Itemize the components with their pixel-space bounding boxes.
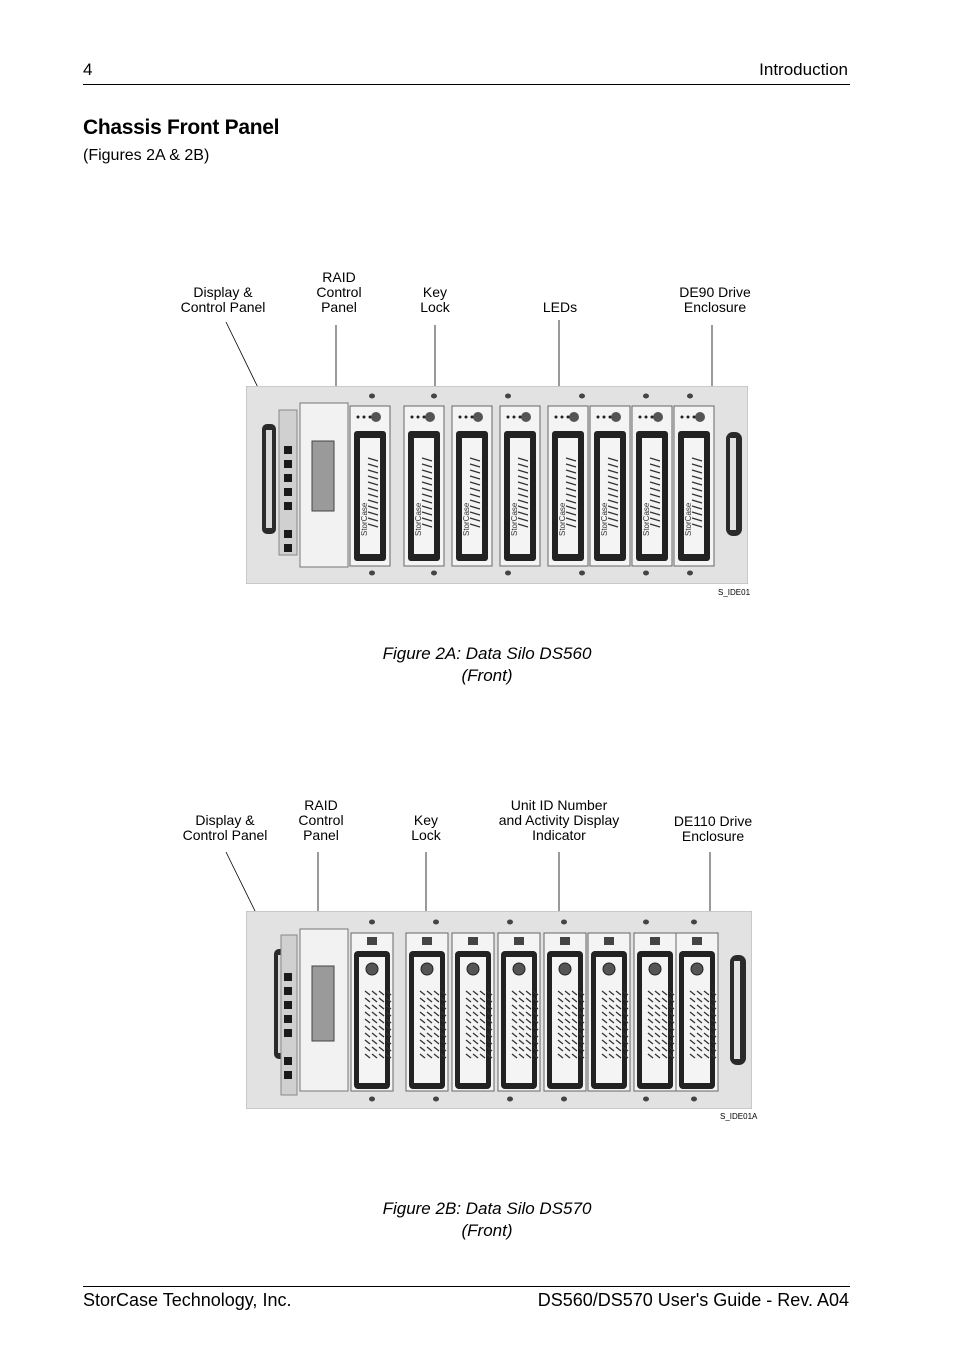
callout-raid-control-panel: RAID Control Panel	[316, 269, 362, 315]
section-subtitle: (Figures 2A & 2B)	[83, 147, 210, 164]
callout-display-control-panel: Display & Control Panel	[180, 284, 266, 315]
svg-text:StorCase: StorCase	[414, 502, 423, 536]
figure-2a-caption: Figure 2A: Data Silo DS560 (Front)	[287, 643, 687, 687]
callout-leds: LEDs	[542, 299, 578, 315]
footer-document: DS560/DS570 User's Guide - Rev. A04	[537, 1290, 849, 1310]
svg-text:StorCase: StorCase	[510, 502, 519, 536]
callout-display-control-panel-b: Display & Control Panel	[182, 812, 268, 843]
callout-key-lock-b: Key Lock	[411, 812, 441, 843]
svg-text:StorCase: StorCase	[642, 502, 651, 536]
svg-text:StorCase: StorCase	[600, 502, 609, 536]
figure-2a-caption-line2: (Front)	[461, 666, 513, 685]
callout-key-lock: Key Lock	[420, 284, 450, 315]
footer-company: StorCase Technology, Inc.	[83, 1290, 292, 1310]
figure-2b-caption-line2: (Front)	[461, 1221, 513, 1240]
svg-text:StorCase: StorCase	[684, 502, 693, 536]
figure-2b-image-code: S_IDE01A	[720, 1112, 758, 1121]
figure-2b-chassis-image	[246, 911, 752, 1109]
svg-text:StorCase: StorCase	[558, 502, 567, 536]
figure-2a-image-code: S_IDE01	[718, 588, 751, 597]
callout-de110-drive-enclosure: DE110 Drive Enclosure	[673, 813, 753, 844]
page-number: 4	[83, 60, 93, 79]
figure-2b-caption-line1: Figure 2B: Data Silo DS570	[382, 1199, 592, 1218]
svg-text:StorCase: StorCase	[360, 502, 369, 536]
figure-2a-chassis-image: StorCase StorCase StorCase StorCase StorCase…	[246, 386, 748, 584]
svg-text:StorCase: StorCase	[462, 502, 471, 536]
figure-2b-caption: Figure 2B: Data Silo DS570 (Front)	[287, 1198, 687, 1242]
section-title: Chassis Front Panel	[83, 116, 280, 139]
running-header: Introduction	[759, 60, 848, 79]
callout-raid-control-panel-b: RAID Control Panel	[298, 797, 344, 843]
header-rule	[83, 84, 850, 85]
footer-rule	[83, 1286, 850, 1287]
figure-2a-caption-line1: Figure 2A: Data Silo DS560	[382, 644, 592, 663]
callout-de90-drive-enclosure: DE90 Drive Enclosure	[679, 284, 751, 315]
callout-unit-id-indicator: Unit ID Number and Activity Display Indi…	[498, 797, 620, 843]
